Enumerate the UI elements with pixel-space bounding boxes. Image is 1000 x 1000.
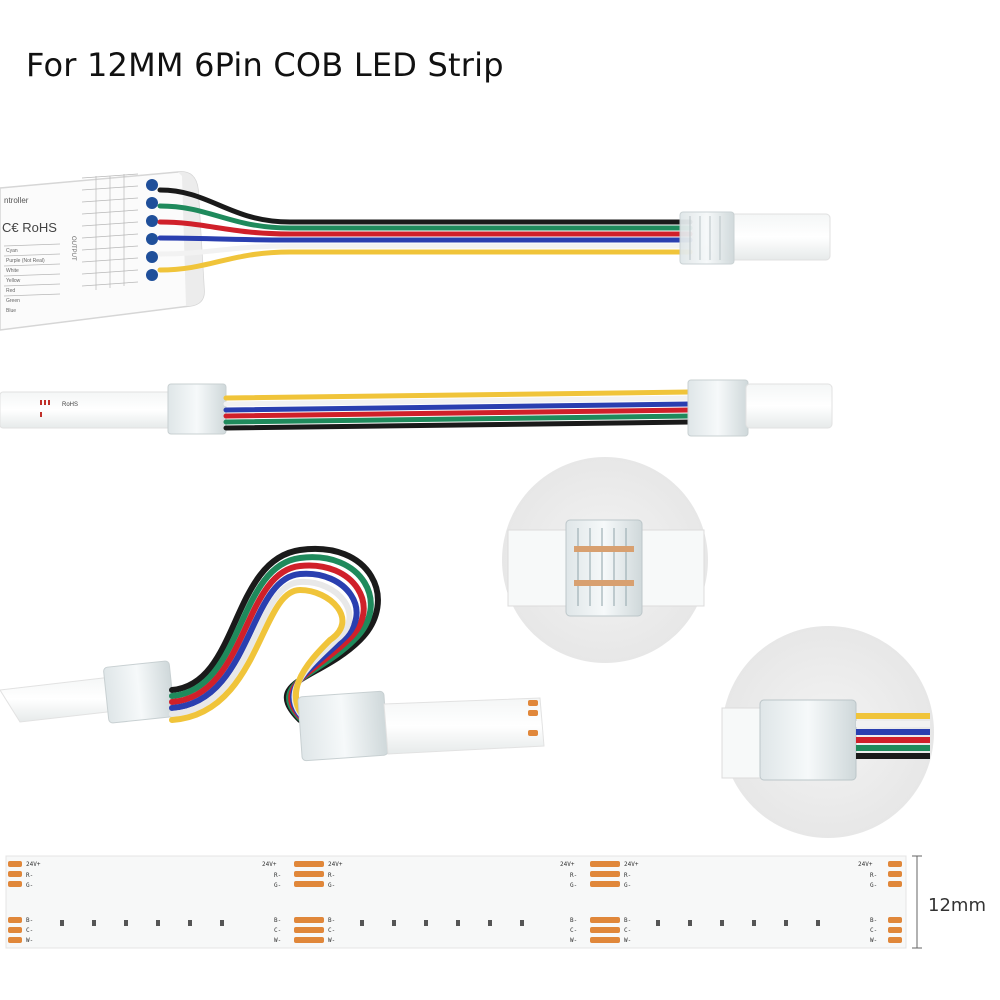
svg-text:C-: C- [328,927,335,934]
controller-assembly: ntroller C€ RoHS OUTPUT Cyan Purple (Not… [0,171,831,331]
ce-rohs-mark: C€ RoHS [2,220,57,235]
controller-wires [157,187,693,273]
dimension-bracket [912,855,922,949]
controller-box: ntroller C€ RoHS OUTPUT Cyan Purple (Not… [0,171,205,331]
svg-text:R-: R- [870,872,877,879]
svg-text:G-: G- [870,882,877,889]
detail-circle-bottom [721,626,934,838]
led-strip-right [745,383,833,429]
svg-text:W-: W- [624,937,631,944]
svg-text:R-: R- [274,872,281,879]
loop-connector-right [297,690,389,762]
loop-wires [169,545,381,733]
svg-text:G-: G- [328,882,335,889]
loop-connector-left [103,660,175,724]
svg-text:G-: G- [26,882,33,889]
width-dimension-label: 12mm [928,895,986,916]
output-label: OUTPUT [70,236,76,261]
detail-circle-top [502,457,708,663]
led-strip-left [0,391,181,429]
svg-text:R-: R- [570,872,577,879]
jumper-wires [223,389,693,431]
flat-led-strip: 24V+ R- G- B- C- W- 24V+ R- G- B- C- W- … [5,855,922,949]
svg-text:W-: W- [570,937,577,944]
svg-text:24V+: 24V+ [328,861,343,868]
svg-text:B-: B- [274,917,281,924]
svg-text:G-: G- [624,882,631,889]
svg-text:White: White [6,268,19,274]
svg-text:C-: C- [570,927,577,934]
svg-text:B-: B- [624,917,631,924]
strip-to-strip-assembly: RoHS [0,379,833,437]
svg-text:W-: W- [274,937,281,944]
svg-text:B-: B- [570,917,577,924]
svg-text:C-: C- [26,927,33,934]
svg-text:24V+: 24V+ [26,861,41,868]
detail-connector-top [565,519,643,617]
svg-text:24V+: 24V+ [560,861,575,868]
controller-label: ntroller [4,196,29,205]
svg-text:W-: W- [870,937,877,944]
svg-text:B-: B- [26,917,33,924]
svg-text:W-: W- [26,937,33,944]
svg-text:Blue: Blue [6,308,16,314]
svg-text:C-: C- [870,927,877,934]
strip-connector [679,211,735,265]
looped-jumper-assembly [0,545,545,762]
svg-text:24V+: 24V+ [858,861,873,868]
svg-text:24V+: 24V+ [262,861,277,868]
detail-wires [856,713,930,759]
svg-text:Yellow: Yellow [6,278,21,284]
svg-text:Purple (Not Real): Purple (Not Real) [6,258,45,264]
svg-text:C-: C- [274,927,281,934]
svg-text:G-: G- [274,882,281,889]
svg-text:W-: W- [328,937,335,944]
page-title: For 12MM 6Pin COB LED Strip [26,46,504,84]
terminal-screws [146,179,158,281]
svg-text:R-: R- [26,872,33,879]
svg-text:B-: B- [870,917,877,924]
svg-text:C-: C- [624,927,631,934]
strip-connector-right [687,379,749,437]
svg-text:Green: Green [6,298,20,304]
svg-text:R-: R- [624,872,631,879]
detail-connector-bottom [759,699,857,781]
svg-text:B-: B- [328,917,335,924]
strip-connector-left [167,383,227,435]
strip-rohs-mark: RoHS [62,402,78,408]
led-strip-lower-right [383,697,545,755]
svg-text:Red: Red [6,288,15,294]
svg-text:G-: G- [570,882,577,889]
svg-text:24V+: 24V+ [624,861,639,868]
svg-text:Cyan: Cyan [6,248,18,254]
svg-text:R-: R- [328,872,335,879]
